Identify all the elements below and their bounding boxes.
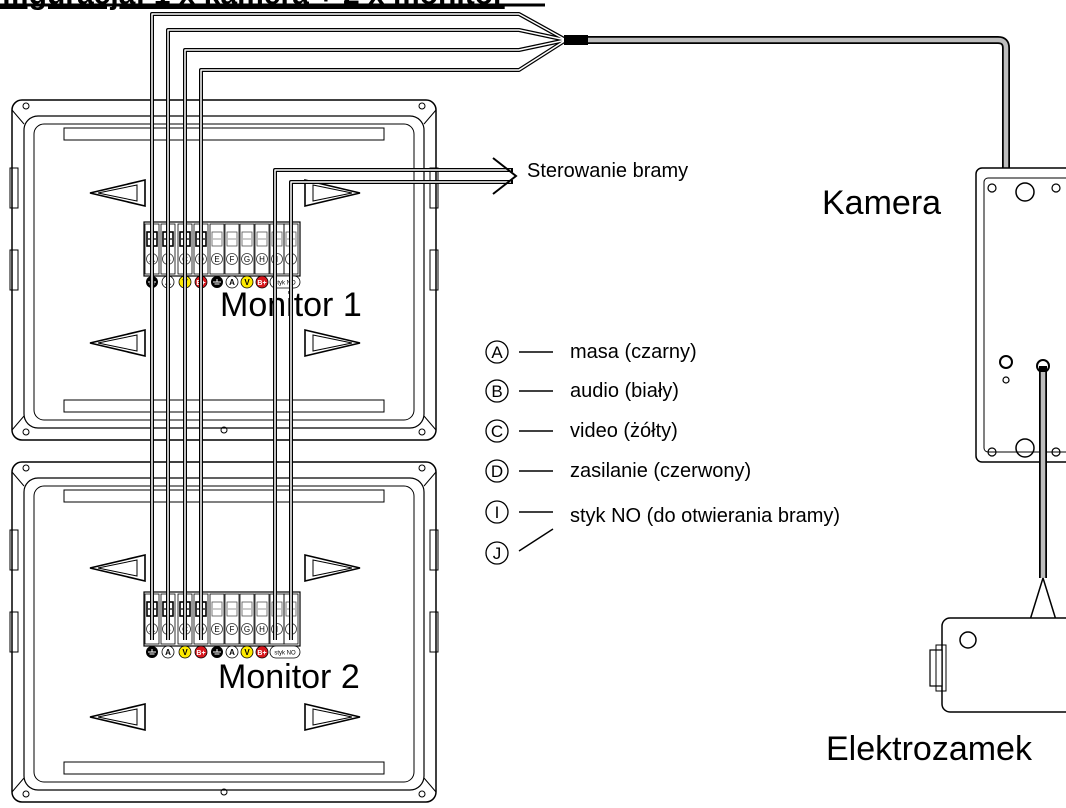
arrow-icon bbox=[492, 157, 518, 195]
screw-terminal-icon bbox=[226, 601, 238, 617]
camera-wires-inner bbox=[151, 13, 567, 640]
ground-icon bbox=[146, 646, 158, 658]
svg-text:styk NO: styk NO bbox=[274, 281, 296, 287]
terminal-letter: F bbox=[230, 625, 235, 634]
wire-color-mark: B+ bbox=[255, 275, 269, 289]
svg-text:A: A bbox=[229, 278, 235, 287]
svg-text:B+: B+ bbox=[196, 650, 205, 657]
legend-text: zasilanie (czerwony) bbox=[570, 460, 751, 482]
monitor-2-label: Monitor 2 bbox=[218, 658, 360, 696]
camera-label: Kamera bbox=[822, 184, 941, 222]
legend-key: B bbox=[491, 382, 502, 401]
terminal-g: G bbox=[239, 593, 255, 645]
svg-text:A: A bbox=[229, 648, 235, 657]
terminal-f: F bbox=[224, 223, 240, 275]
electric-lock bbox=[929, 617, 1066, 713]
wire-color-mark: V bbox=[178, 645, 192, 659]
terminal-f: F bbox=[224, 593, 240, 645]
wire-color-mark: A bbox=[161, 645, 175, 659]
ground-icon bbox=[211, 276, 223, 288]
svg-text:B+: B+ bbox=[257, 650, 266, 657]
wire-color-mark: B+ bbox=[255, 645, 269, 659]
wire-color-mark: A bbox=[225, 275, 239, 289]
screw-terminal-icon bbox=[211, 231, 223, 247]
styk-no-badge: styk NO bbox=[269, 645, 301, 659]
svg-text:V: V bbox=[182, 648, 188, 657]
terminal-h: H bbox=[254, 223, 270, 275]
legend-text: audio (biały) bbox=[570, 380, 679, 402]
screw-terminal-icon bbox=[241, 231, 253, 247]
legend-text: styk NO (do otwierania bramy) bbox=[570, 505, 840, 527]
legend-key: I bbox=[495, 503, 500, 522]
terminal-g: G bbox=[239, 223, 255, 275]
terminal-letter: G bbox=[244, 625, 250, 634]
legend-text: masa (czarny) bbox=[570, 341, 697, 363]
terminal-letter: H bbox=[259, 255, 265, 264]
terminal-letter: G bbox=[244, 255, 250, 264]
legend-key: J bbox=[493, 544, 502, 563]
legend-key: D bbox=[491, 462, 503, 481]
terminal-e: E bbox=[209, 593, 225, 645]
terminal-letter: E bbox=[214, 625, 219, 634]
terminal-h: H bbox=[254, 593, 270, 645]
screw-terminal-icon bbox=[211, 601, 223, 617]
wire-color-mark: B+ bbox=[194, 645, 208, 659]
svg-text:V: V bbox=[244, 648, 250, 657]
legend-key: C bbox=[491, 422, 503, 441]
gate-control-label: Sterowanie bramy bbox=[527, 160, 688, 182]
terminal-letter: E bbox=[214, 255, 219, 264]
terminal-letter: F bbox=[230, 255, 235, 264]
screw-terminal-icon bbox=[256, 601, 268, 617]
screw-terminal-icon bbox=[241, 601, 253, 617]
wire-color-mark: V bbox=[240, 645, 254, 659]
camera-unit bbox=[975, 167, 1066, 463]
svg-text:A: A bbox=[165, 648, 171, 657]
svg-text:V: V bbox=[244, 278, 250, 287]
svg-text:styk NO: styk NO bbox=[274, 651, 296, 657]
legend-text: video (żółty) bbox=[570, 420, 678, 442]
wire-color-mark: A bbox=[225, 645, 239, 659]
terminal-letter: H bbox=[259, 625, 265, 634]
wire-color-mark: V bbox=[240, 275, 254, 289]
ground-icon bbox=[211, 646, 223, 658]
screw-terminal-icon bbox=[226, 231, 238, 247]
terminal-e: E bbox=[209, 223, 225, 275]
legend-key: A bbox=[491, 343, 503, 362]
svg-text:B+: B+ bbox=[257, 280, 266, 287]
screw-terminal-icon bbox=[256, 231, 268, 247]
cable-sleeve bbox=[564, 35, 588, 45]
lock-label: Elektrozamek bbox=[826, 730, 1033, 768]
legend-item-j: J bbox=[485, 528, 554, 565]
